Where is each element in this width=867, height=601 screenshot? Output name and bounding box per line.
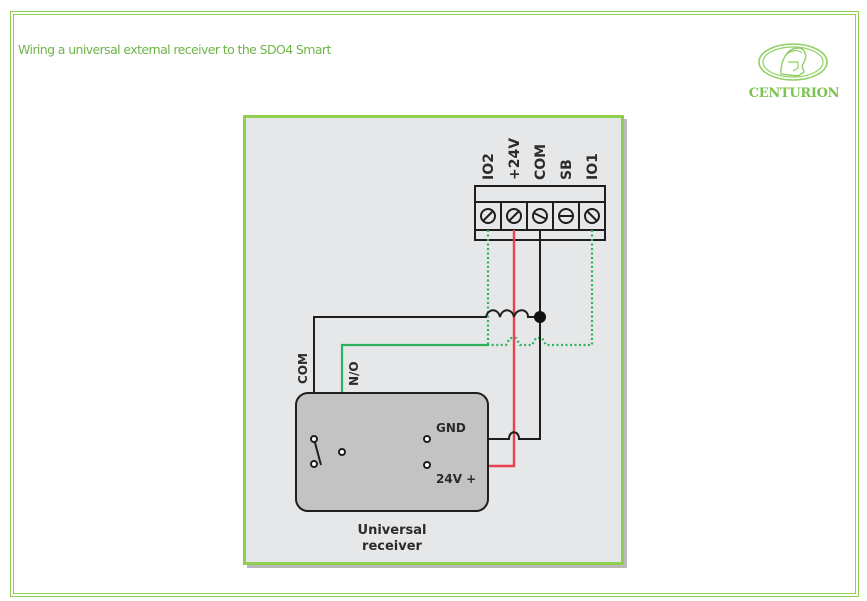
page-title: Wiring a universal external receiver to … xyxy=(18,42,331,57)
screw-sb-icon xyxy=(558,208,574,224)
wiring-diagram-svg: IO2 +24V COM SB IO1 xyxy=(295,138,606,554)
receiver-box xyxy=(295,392,489,512)
label-24v: 24V + xyxy=(436,472,476,486)
screw-io2-icon xyxy=(480,208,496,224)
terminal-label-io2: IO2 xyxy=(481,153,497,180)
wire-black-receiver-com xyxy=(313,309,540,439)
terminal-label-24v: +24V xyxy=(507,138,523,180)
terminal-screws xyxy=(480,208,600,224)
centurion-logo-text: CENTURION xyxy=(748,86,840,101)
terminal-labels: IO2 +24V COM SB IO1 xyxy=(481,138,601,180)
screw-io1-icon xyxy=(584,208,600,224)
receiver-title-line1: Universal xyxy=(358,523,427,538)
receiver-title-line2: receiver xyxy=(362,539,422,554)
terminal-label-sb: SB xyxy=(559,159,575,180)
label-com: COM xyxy=(296,353,310,384)
terminal-label-io1: IO1 xyxy=(585,153,601,180)
page-border-outer xyxy=(10,11,859,597)
power-terminals-icon xyxy=(423,435,431,469)
wire-black-com xyxy=(430,230,541,440)
centurion-helmet-logo-icon xyxy=(758,43,828,81)
screw-com-icon xyxy=(532,208,548,224)
page-border-inner xyxy=(13,14,856,594)
terminal-label-com: COM xyxy=(533,144,549,180)
label-gnd: GND xyxy=(436,421,466,435)
junction-dot xyxy=(534,311,546,323)
wire-green-dotted xyxy=(486,230,594,347)
wiring-diagram: IO2 +24V COM SB IO1 xyxy=(243,115,624,565)
relay-switch-icon xyxy=(310,435,346,468)
screw-24v-icon xyxy=(506,208,522,224)
label-no: N/O xyxy=(347,361,361,386)
